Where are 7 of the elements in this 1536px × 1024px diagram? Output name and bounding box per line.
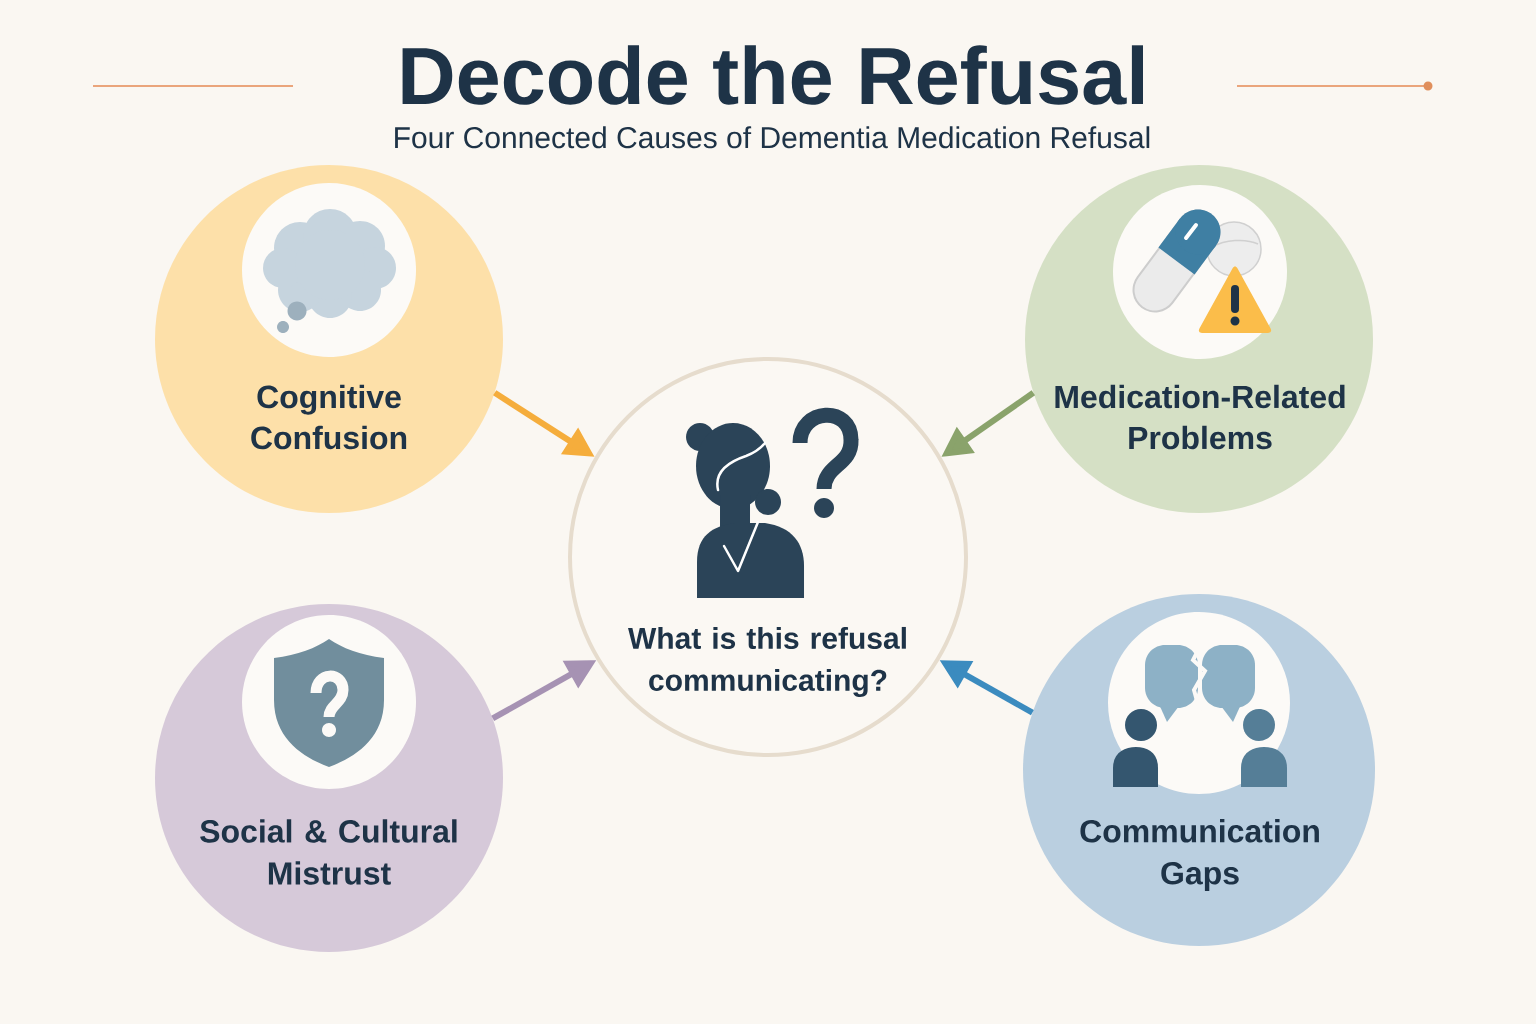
title: Decode the Refusal bbox=[402, 45, 1143, 105]
node-label: Medication-Related Problems bbox=[1055, 384, 1345, 450]
node-label: Communication Gaps bbox=[1080, 819, 1319, 891]
node-label: What is this refusal communicating? bbox=[628, 626, 906, 698]
node-label: Social & Cultural Mistrust bbox=[200, 819, 457, 885]
node-label: Cognitive Confusion bbox=[251, 384, 407, 450]
subtitle: Four Connected Causes of Dementia Medication Refusal bbox=[395, 126, 1150, 149]
